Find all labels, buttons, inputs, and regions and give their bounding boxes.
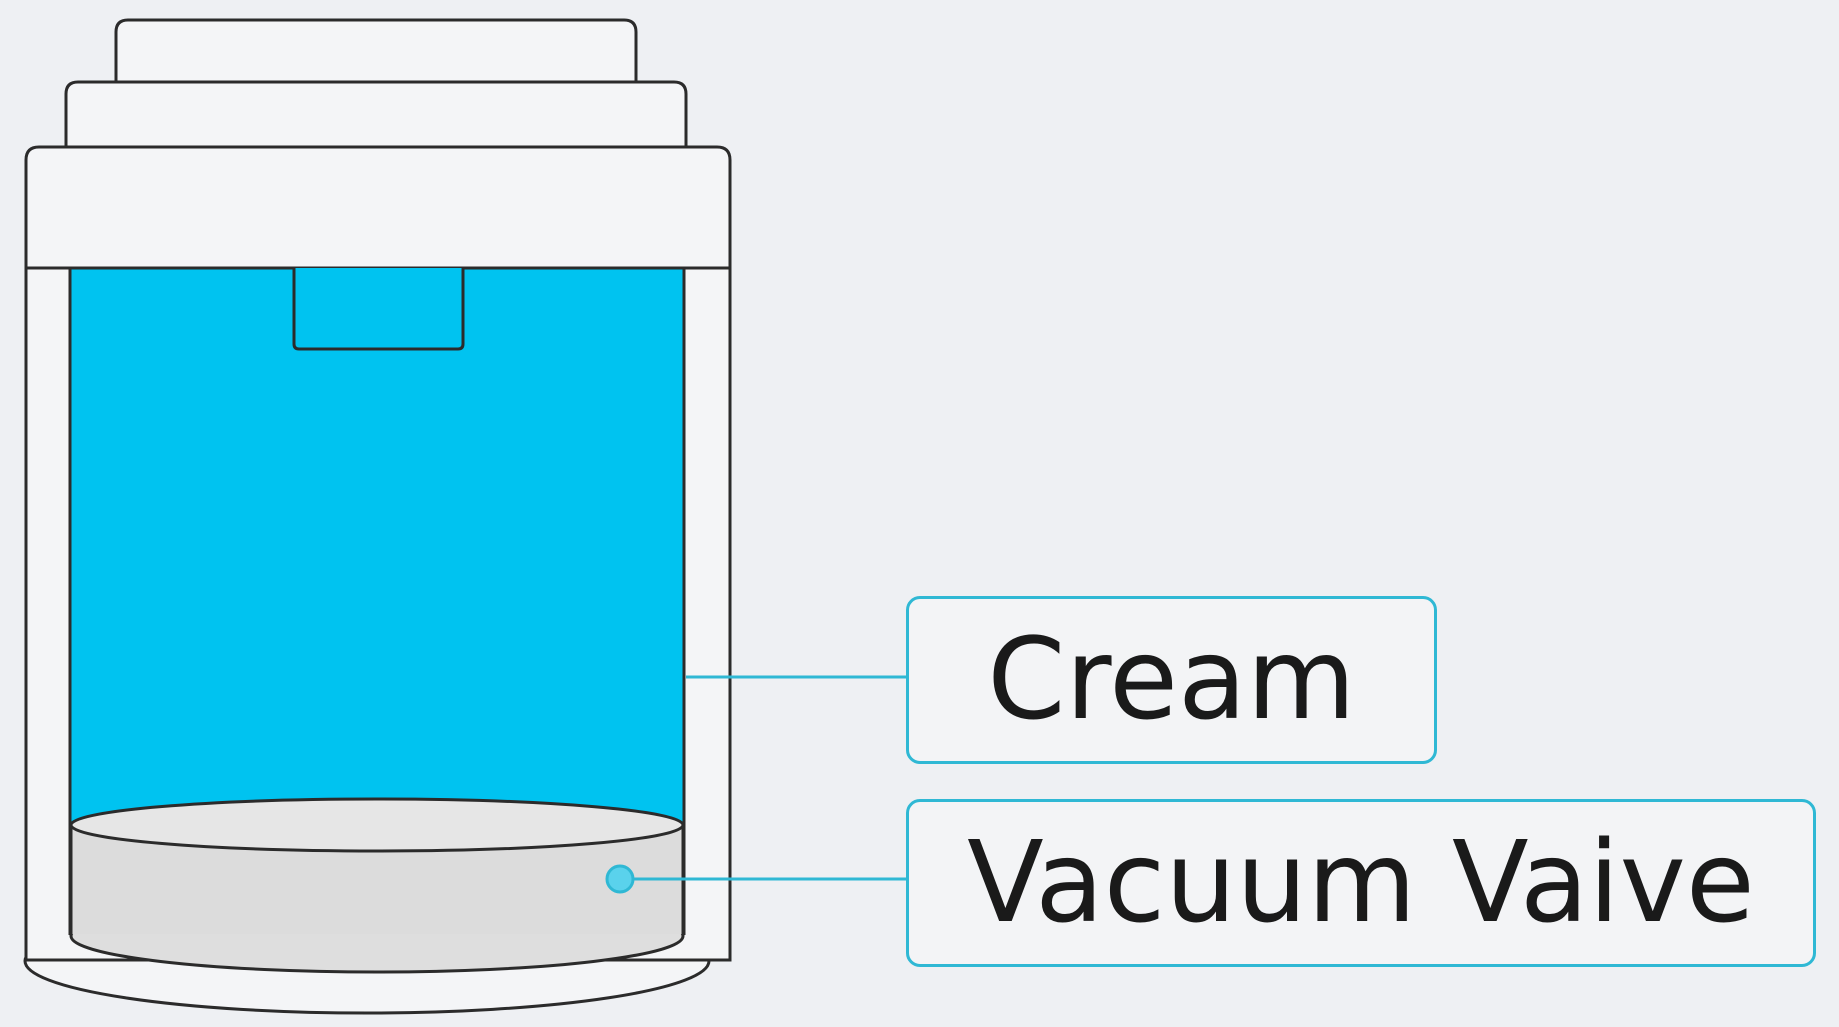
- dispenser-nozzle: [292, 268, 465, 351]
- cream-label: Cream: [906, 596, 1437, 764]
- vacuum-valve-label-text: Vacuum Vaive: [967, 818, 1755, 948]
- vacuum-valve-dot: [605, 864, 635, 894]
- cap-middle-tier: [64, 80, 688, 156]
- piston-top: [69, 797, 685, 853]
- cap-base-tier: [24, 145, 732, 270]
- cap-top-tier: [114, 18, 638, 90]
- cream-label-text: Cream: [987, 615, 1356, 745]
- cream-fill: [70, 266, 684, 822]
- vacuum-valve-label: Vacuum Vaive: [906, 799, 1816, 967]
